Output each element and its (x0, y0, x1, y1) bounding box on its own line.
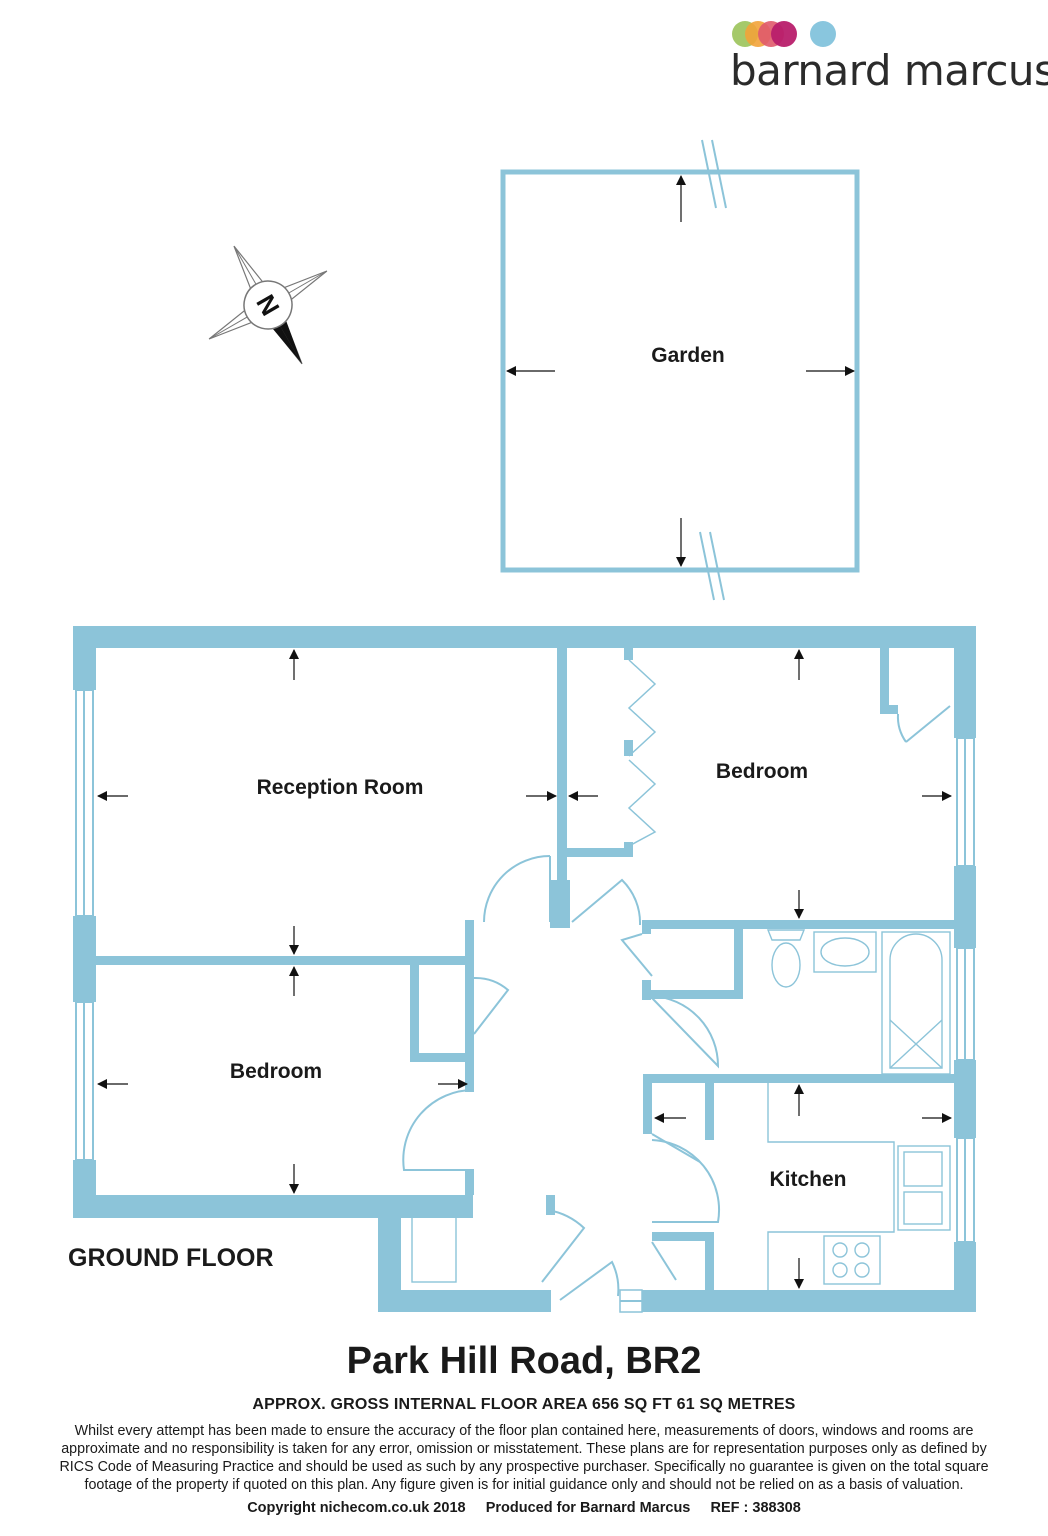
garden-area: Garden (500, 139, 860, 601)
room-label-kitchen: Kitchen (769, 1168, 846, 1191)
disclaimer-line: Whilst every attempt has been made to en… (74, 1423, 974, 1439)
compass-icon: N (208, 245, 328, 365)
logo-dot-magenta (771, 21, 797, 47)
floor-area: APPROX. GROSS INTERNAL FLOOR AREA 656 SQ… (252, 1396, 796, 1413)
doors (402, 659, 951, 1301)
logo-dot-blue (810, 21, 836, 47)
company-name: barnard marcus (730, 46, 1048, 95)
copyright: Copyright nichecom.co.uk 2018 Produced f… (247, 1500, 801, 1516)
floor-plan: N Garden (73, 139, 976, 1313)
logo-dots-icon (732, 21, 836, 47)
floor-label: GROUND FLOOR (68, 1244, 274, 1272)
disclaimer-line: footage of the property if quoted on thi… (84, 1477, 964, 1493)
kitchen-fixtures (411, 1083, 951, 1290)
building-walls (73, 626, 976, 1312)
disclaimer-line: RICS Code of Measuring Practice and shou… (59, 1459, 989, 1475)
bathroom-fixtures (766, 929, 951, 1075)
room-label-garden: Garden (651, 344, 725, 367)
room-label-bedroom-2: Bedroom (230, 1060, 322, 1083)
disclaimer-line: approximate and no responsibility is tak… (61, 1441, 987, 1457)
disclaimer: Whilst every attempt has been made to en… (10, 1422, 1038, 1494)
dimension-arrows (97, 649, 952, 1289)
windows (75, 689, 975, 1313)
room-label-bedroom-1: Bedroom (716, 760, 808, 783)
property-title: Park Hill Road, BR2 (346, 1340, 702, 1382)
room-label-reception: Reception Room (257, 776, 424, 799)
